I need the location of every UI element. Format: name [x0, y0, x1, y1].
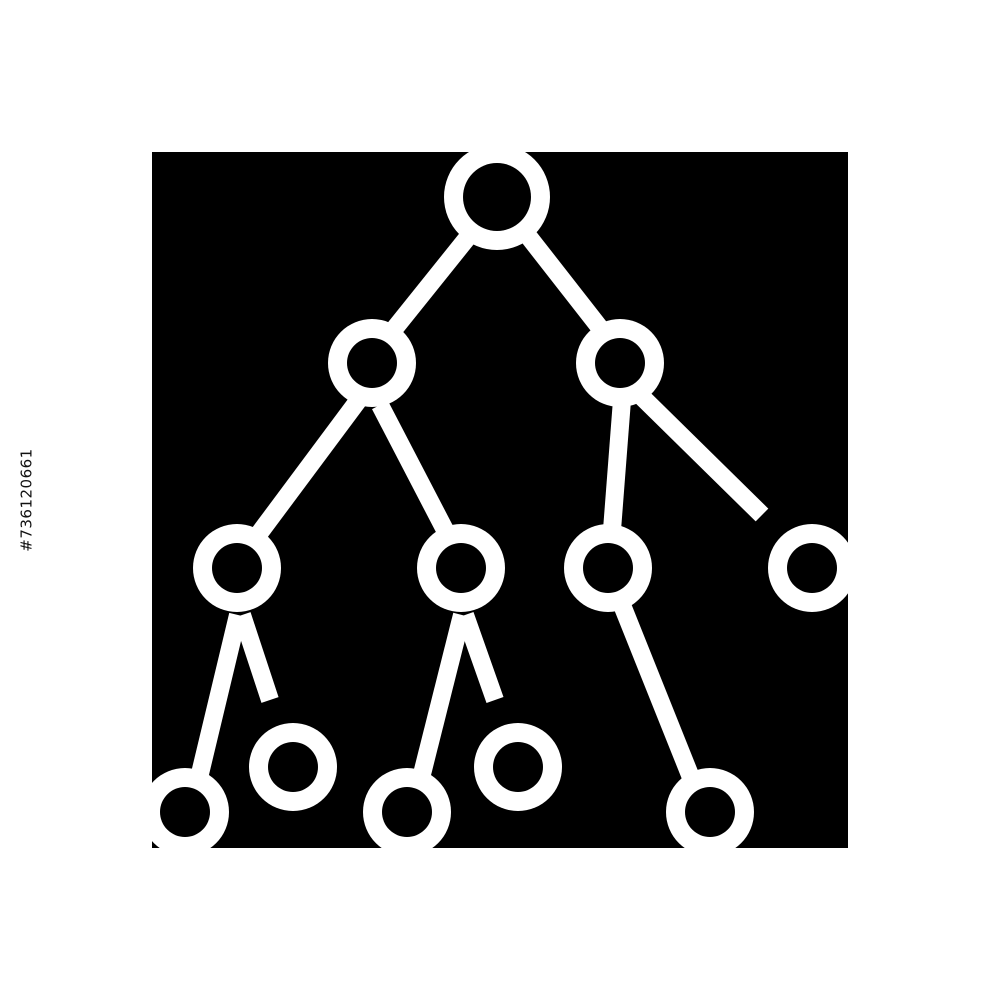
edge-l1-right-to-l2c: [603, 399, 631, 531]
edge-l2a-to-leaf: [189, 612, 247, 785]
tree-nodes: [141, 144, 856, 856]
edge-l1-left-to-l2a: [250, 392, 368, 541]
node-l2a-core: [212, 543, 262, 593]
node-l3-detached-a-core: [268, 742, 318, 792]
edge-l2b-to-stub: [456, 612, 504, 703]
node-l3-detached-b-core: [493, 742, 543, 792]
node-l1-left-core: [347, 338, 397, 388]
stock-id-text: #736120661: [18, 448, 36, 552]
node-l2c-core: [583, 543, 633, 593]
node-l2d-core: [787, 543, 837, 593]
edge-l1-left-to-l2b: [372, 400, 453, 535]
edge-root-left: [387, 226, 480, 334]
edge-l1-right-to-open: [633, 388, 769, 522]
node-l2b-core: [436, 543, 486, 593]
node-l1-right-core: [595, 338, 645, 388]
edge-l2a-to-stub: [233, 612, 279, 703]
tree-connectors: [189, 226, 769, 785]
edge-root-right: [517, 226, 608, 334]
node-leaf-b-core: [382, 787, 432, 837]
edge-l2b-to-leaf: [411, 612, 471, 785]
node-root-core: [463, 163, 531, 231]
stock-id-watermark: #736120661: [14, 0, 40, 1000]
node-leaf-a-core: [160, 787, 210, 837]
node-leaf-c-core: [685, 787, 735, 837]
edge-l2c-to-leaf: [613, 601, 701, 784]
